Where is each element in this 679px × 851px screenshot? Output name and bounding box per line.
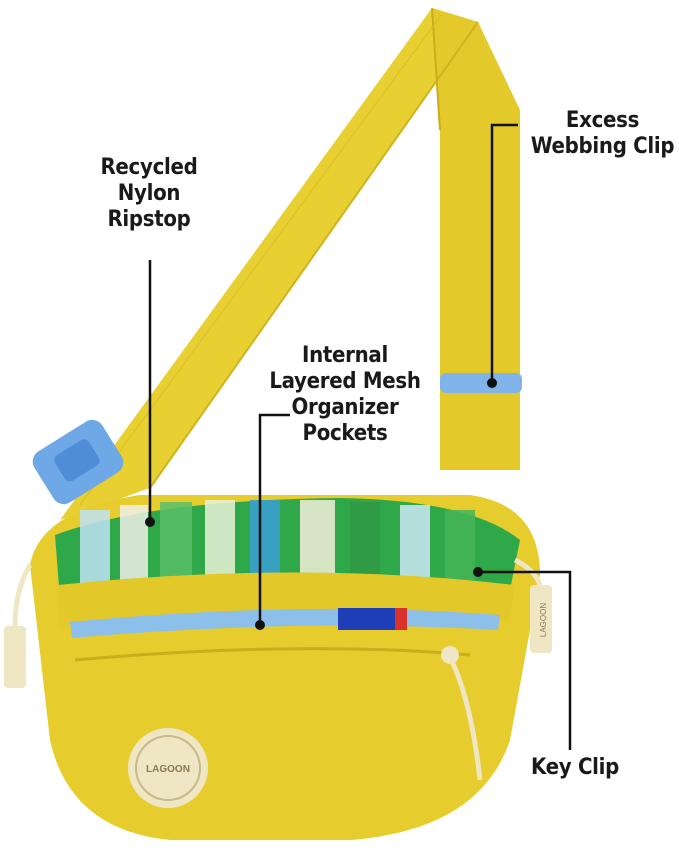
brand-patch [128, 728, 208, 808]
buckle [32, 419, 124, 505]
callout-line: Recycled [100, 155, 198, 180]
callout-line: Layered Mesh [269, 369, 421, 394]
bag-body: LAGOON [30, 495, 540, 840]
callout-excess-webbing-clip: Excess Webbing Clip [520, 108, 679, 160]
callout-internal-mesh-pockets: Internal Layered Mesh Organizer Pockets [250, 343, 440, 447]
callout-key-clip: Key Clip [515, 755, 635, 781]
callout-line: Webbing Clip [530, 134, 675, 159]
callout-line: Excess [565, 108, 640, 133]
brand-patch-text: LAGOON [146, 764, 190, 775]
callout-recycled-nylon-ripstop: Recycled Nylon Ripstop [84, 155, 214, 233]
callout-line: Ripstop [107, 207, 191, 232]
tab-text: LAGOON [539, 603, 548, 637]
shoulder-strap [60, 7, 520, 520]
callout-line: Nylon [117, 181, 181, 206]
webbing-clip-band [440, 373, 522, 393]
callout-line: Organizer [291, 395, 399, 420]
callout-line: Internal [302, 343, 388, 368]
callout-line: Key Clip [530, 755, 620, 780]
callout-line: Pockets [302, 421, 388, 446]
